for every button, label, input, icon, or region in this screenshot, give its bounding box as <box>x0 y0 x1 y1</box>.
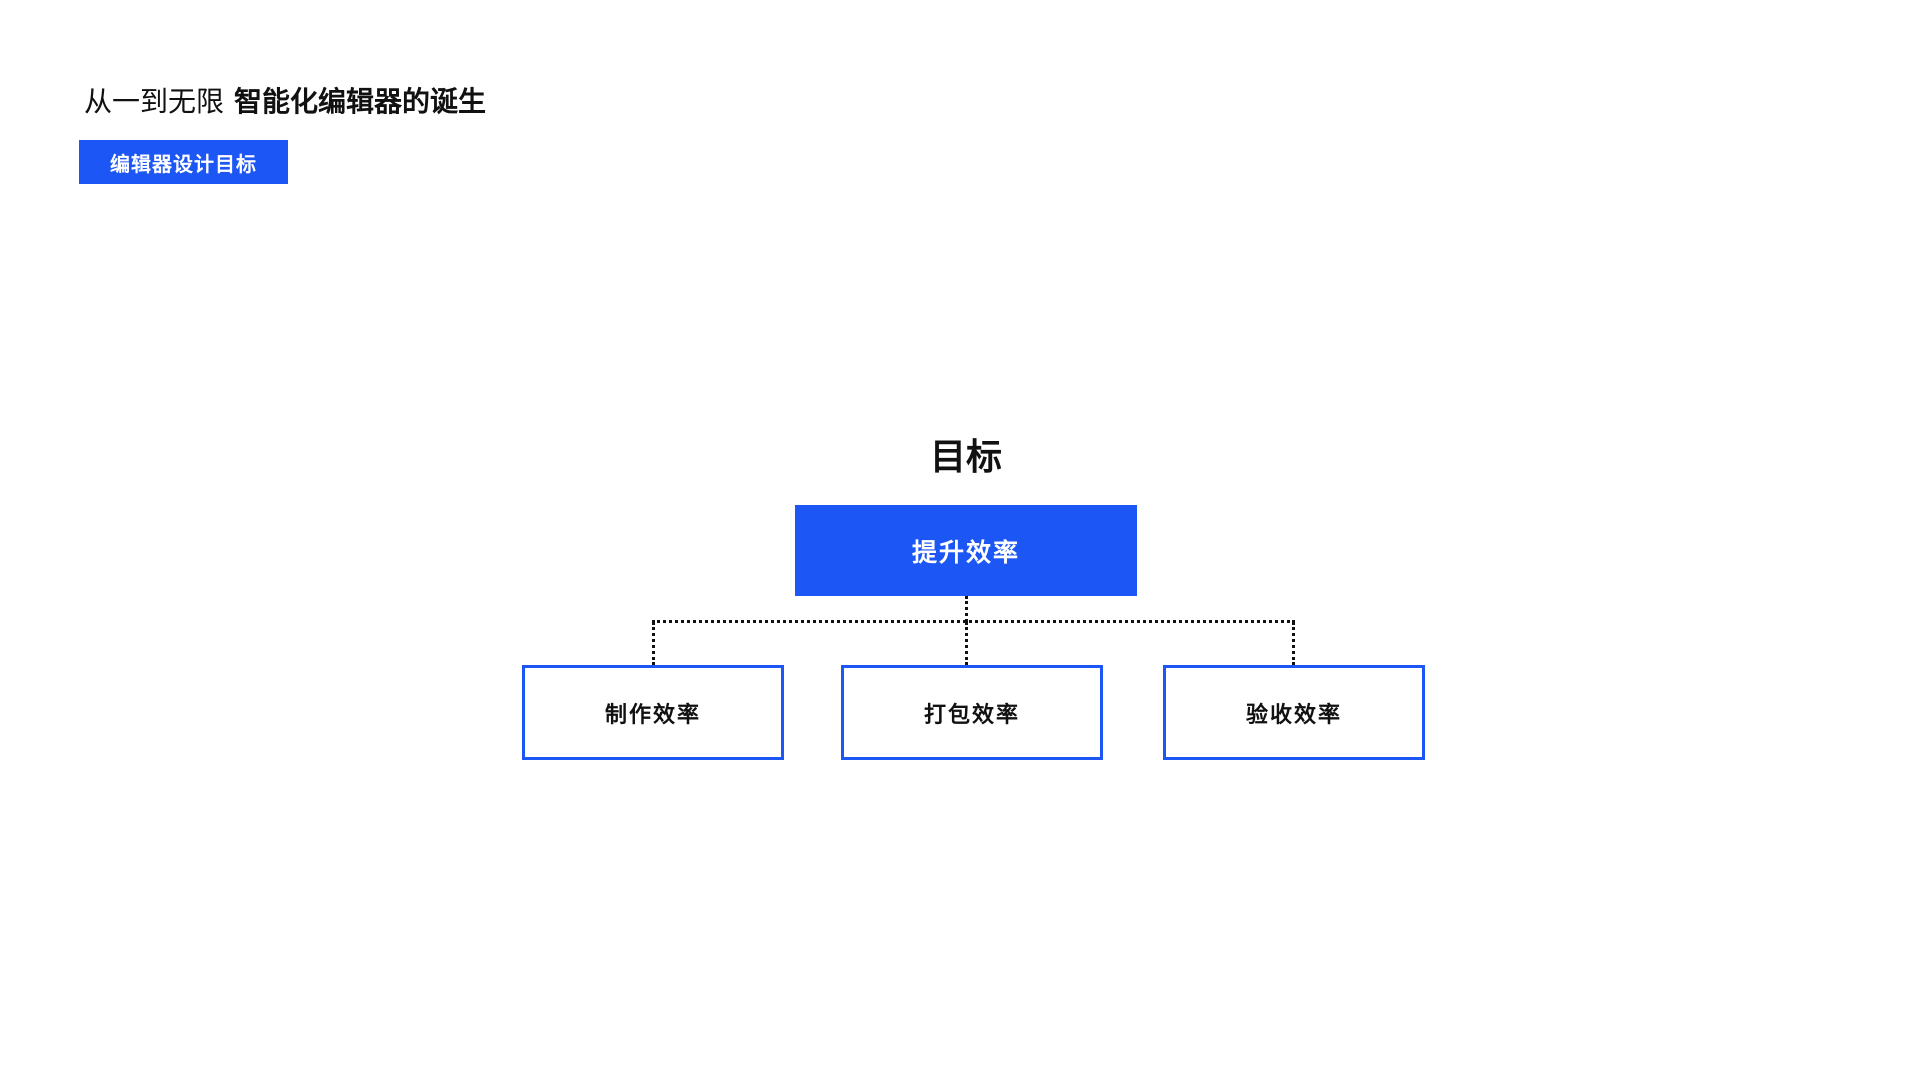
diagram-heading: 目标 <box>929 436 1002 477</box>
slide-title: 从一到无限智能化编辑器的诞生 <box>84 84 486 120</box>
diagram-child-label-2: 打包效率 <box>923 701 1020 727</box>
section-badge: 编辑器设计目标 <box>79 140 288 184</box>
diagram-child-label-1: 制作效率 <box>604 701 701 727</box>
diagram-child-node-1: 制作效率 <box>522 665 784 760</box>
section-badge-label: 编辑器设计目标 <box>110 153 257 176</box>
diagram-child-node-3: 验收效率 <box>1163 665 1425 760</box>
diagram-child-node-2: 打包效率 <box>841 665 1103 760</box>
connector-rail <box>652 620 1295 623</box>
slide-title-bold: 智能化编辑器的诞生 <box>234 86 487 117</box>
diagram-child-label-3: 验收效率 <box>1245 701 1342 727</box>
diagram-root-label: 提升效率 <box>911 538 1020 567</box>
slide-title-regular: 从一到无限 <box>84 86 225 117</box>
connector-root-stub <box>965 596 968 622</box>
diagram-root-node: 提升效率 <box>795 505 1137 596</box>
connector-right-stub <box>1292 622 1295 665</box>
connector-middle-stub <box>965 622 968 665</box>
connector-left-stub <box>652 622 655 665</box>
